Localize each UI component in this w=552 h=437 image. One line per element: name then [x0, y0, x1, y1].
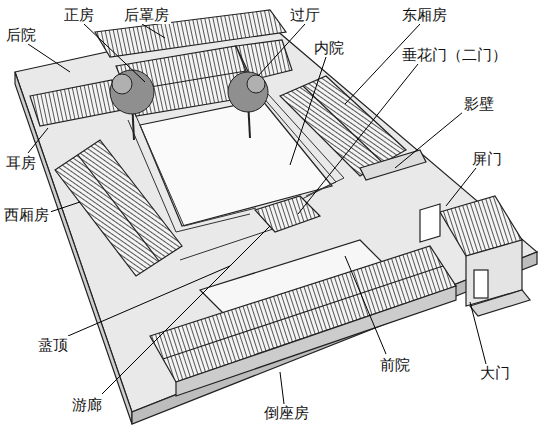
part-label: 垂花门（二门）: [400, 46, 509, 64]
part-label: 影壁: [462, 95, 496, 113]
part-label: 屏门: [470, 150, 504, 168]
part-label: 后院: [4, 26, 38, 44]
part-label: 西厢房: [2, 206, 51, 224]
part-label: 后罩房: [122, 6, 171, 24]
part-label: 内院: [312, 39, 346, 57]
part-label: 耳房: [4, 154, 38, 172]
trees: [110, 70, 268, 140]
part-label: 过厅: [288, 6, 322, 24]
part-label: 东厢房: [400, 6, 449, 24]
ground: [15, 18, 537, 424]
part-label: 盝顶: [36, 336, 70, 354]
leader-lines: [28, 24, 486, 404]
part-label: 游廊: [70, 396, 104, 414]
part-label: 大门: [478, 364, 512, 382]
part-label: 前院: [378, 356, 412, 374]
part-label: 正房: [62, 6, 96, 24]
part-label: 倒座房: [262, 404, 311, 422]
roofs: [30, 10, 530, 396]
